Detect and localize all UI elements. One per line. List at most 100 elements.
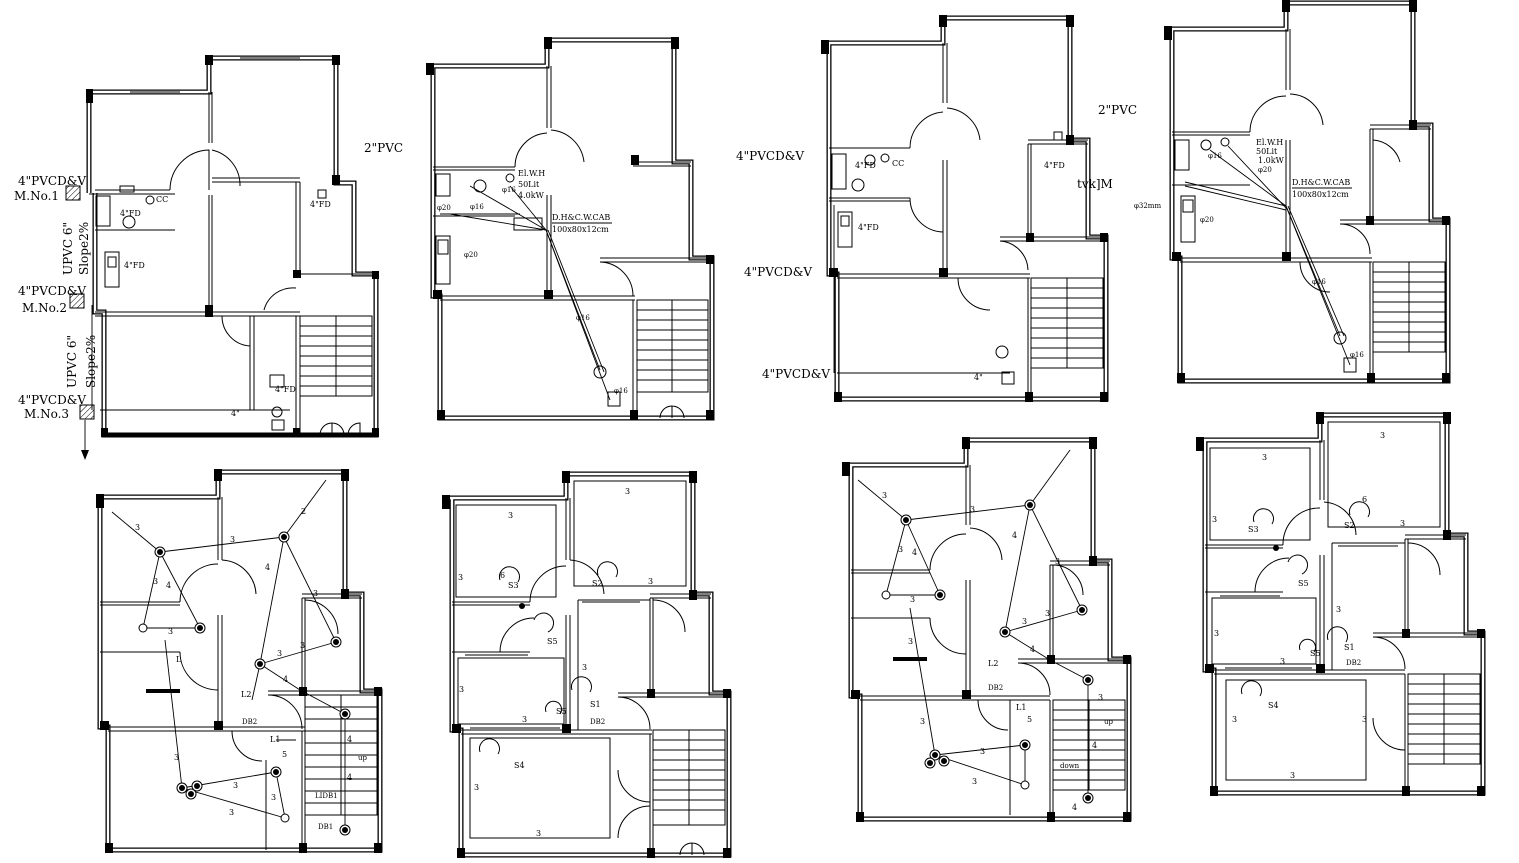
fixtures [1174, 137, 1357, 373]
interior-walls [1205, 440, 1483, 793]
switch-label: S4 [1268, 701, 1279, 710]
plumbing-plan-1: 4"PVCD&V M.No.1 UPVC 6" Slope2% 4"PVCD&V… [14, 55, 403, 460]
interior-walls [829, 43, 1106, 399]
columns [442, 471, 731, 858]
electrical-plan-1: 3 2 3 3 4 4 3 3 3 3 4 3 3 3 3 5 4 4 L L1… [96, 469, 383, 853]
staircase [1372, 261, 1446, 353]
pvcd-label-3: 4"PVCD&V [762, 367, 830, 381]
circuit-number: 3 [1336, 605, 1341, 614]
staircase [636, 299, 709, 393]
plumbing-plan-3: 4"PVCD&V 4"PVCD&V 4"PVCD&V 2"PVC tvk]M 4… [736, 15, 1137, 402]
circuit-number: 3 [1290, 771, 1295, 780]
electrical-plan-2: 3 3 3 3 3 3 3 3 3 6 S2 S5 S1 S5 S4 S3 DB… [442, 471, 732, 858]
fd-label-4: 4"FD [275, 385, 296, 394]
columns [86, 55, 379, 437]
circuit-number: 3 [458, 573, 463, 582]
pipe-size-label: φ20 [1200, 216, 1214, 224]
circuit-number: 4 [347, 735, 352, 744]
circuit-number: 3 [153, 577, 158, 586]
switch-label: S3 [1248, 525, 1259, 534]
interior-walls [433, 66, 712, 418]
fd-label-3: 4"FD [310, 200, 331, 209]
water-heater-label: El.W.H [1256, 138, 1283, 147]
circuit-number: 3 [1380, 431, 1385, 440]
doors [179, 559, 339, 762]
doors [499, 559, 705, 856]
cc-label: CC [892, 159, 904, 168]
circuit-number: 4 [265, 563, 270, 572]
interior-walls [851, 465, 1129, 819]
pipe-size-label: φ16 [576, 314, 590, 322]
switch-label: S2 [1344, 521, 1355, 530]
circuit-number: 3 [168, 627, 173, 636]
exterior-walls [86, 55, 379, 438]
circuit-number: 3 [522, 715, 527, 724]
light-fixtures [881, 499, 1094, 804]
circuit-number: 3 [920, 717, 925, 726]
columns [426, 37, 714, 420]
circuit-number: 3 [1262, 453, 1267, 462]
circuit-number: 3 [972, 777, 977, 786]
fixtures [95, 185, 327, 431]
interior-walls [100, 497, 380, 850]
circuit-number: 3 [648, 577, 653, 586]
doors [929, 527, 1084, 731]
switches [478, 561, 618, 755]
exterior-walls [446, 471, 732, 858]
doors [1249, 93, 1401, 293]
circuit-number: 5 [1027, 715, 1032, 724]
circuit-number: 6 [1362, 495, 1367, 504]
tube-lights [455, 480, 687, 839]
columns [1196, 412, 1485, 796]
stair-direction: down [1060, 762, 1080, 770]
doors [909, 107, 1029, 311]
doors [169, 149, 361, 436]
doors [514, 129, 685, 419]
electrical-plan-3: 3 3 3 4 4 3 3 3 3 4 3 3 3 3 5 4 3 4 L1 L… [842, 437, 1132, 822]
switch-label: L1 [270, 735, 280, 744]
upvc-label-1: UPVC 6" [61, 222, 75, 275]
switch-label: S2 [592, 579, 603, 588]
drain-lines [81, 193, 290, 460]
columns [821, 15, 1108, 402]
pipe-size-label: φ20 [1258, 166, 1272, 174]
water-heater-capacity: 50Lit [1256, 147, 1278, 156]
fd-label-1: 4"FD [120, 209, 141, 218]
exterior-walls [97, 469, 383, 853]
circuit-number: 3 [970, 505, 975, 514]
dim-label: 4" [974, 373, 983, 382]
stair-direction: up [1104, 718, 1114, 726]
plumbing-plan-4: El.W.H 50Lit 1.0kW D.H&C.W.CAB 100x80x12… [1134, 0, 1451, 384]
water-heater-power: 4.0kW [518, 191, 545, 200]
cc-label: CC [156, 195, 168, 204]
circuit-number: 4 [166, 581, 171, 590]
circuit-number: 3 [1400, 519, 1405, 528]
circuit-number: 3 [1362, 715, 1367, 724]
wiring [857, 449, 1089, 798]
switch-label: L2 [241, 690, 251, 699]
circuit-number: 3 [1022, 617, 1027, 626]
circuit-number: 3 [1045, 609, 1050, 618]
cabinet-label: D.H&C.W.CAB [552, 213, 610, 222]
distribution-board-label: DB2 [242, 718, 257, 726]
circuit-number: 3 [271, 793, 276, 802]
windows [130, 57, 300, 436]
manholes [65, 185, 95, 420]
pvc-label: 2"PVC [1098, 103, 1137, 117]
pipe-size-label: φ32mm [1134, 202, 1161, 210]
exterior-walls [846, 437, 1132, 822]
cabinet-size: 100x80x12cm [552, 225, 609, 234]
circuit-number: 3 [536, 829, 541, 838]
circuit-number: 3 [174, 753, 179, 762]
circuit-number: 5 [282, 750, 287, 759]
interior-walls [1172, 29, 1448, 381]
pipe-size-label: φ16 [1312, 278, 1326, 286]
circuit-number: 3 [1212, 515, 1217, 524]
slope-label-2: Slope2% [84, 335, 98, 388]
pvcd-label-2: 4"PVCD&V [744, 265, 812, 279]
circuit-number: 3 [508, 511, 513, 520]
circuit-number: 3 [459, 685, 464, 694]
circuit-number: 3 [474, 783, 479, 792]
pipe-size-label: φ16 [502, 186, 516, 194]
